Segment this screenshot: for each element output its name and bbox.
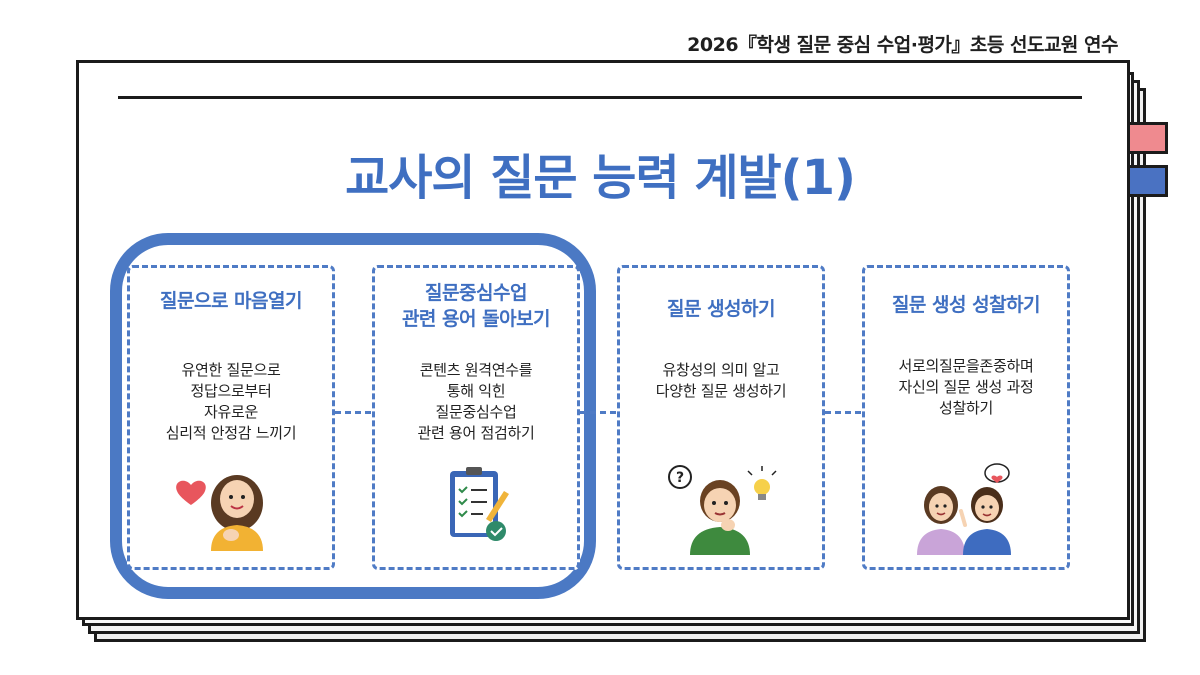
step-title: 질문중심수업 관련 용어 돌아보기 [401, 282, 551, 330]
step-card-1: 질문으로 마음열기 유연한 질문으로 정답으로부터 자유로운 심리적 안정감 느… [127, 265, 335, 570]
highlight-outline [110, 233, 596, 599]
pink-tab [1124, 122, 1168, 154]
step-card-2: 질문중심수업 관련 용어 돌아보기 콘텐츠 원격연수를 통해 익힌 질문중심수업… [372, 265, 580, 570]
page-title: 교사의 질문 능력 계발(1) [345, 150, 856, 206]
step-card-3: 질문 생성하기 유창성의 의미 알고 다양한 질문 생성하기 ? [617, 265, 825, 570]
step-title: 질문으로 마음열기 [160, 290, 302, 312]
step-description: 콘텐츠 원격연수를 통해 익힌 질문중심수업 관련 용어 점검하기 [417, 361, 535, 442]
step-description: 서로의질문을존중하며 자신의 질문 생성 과정 성찰하기 [898, 357, 1034, 417]
connector-3-4 [825, 411, 861, 414]
step-title: 질문 생성하기 [667, 298, 776, 320]
step-card-4: 질문 생성 성찰하기 서로의질문을존중하며 자신의 질문 생성 과정 성찰하기 [862, 265, 1070, 570]
title-rule [118, 96, 1082, 99]
two-girls-talking-icon [865, 463, 1067, 555]
girl-heart-icon [130, 463, 332, 553]
svg-text:?: ? [676, 470, 684, 486]
step-description: 유연한 질문으로 정답으로부터 자유로운 심리적 안정감 느끼기 [165, 361, 297, 442]
connector-2-3 [580, 411, 616, 414]
boy-thinking-icon: ? [620, 463, 822, 555]
clipboard-checklist-icon [375, 463, 577, 553]
top-caption: 2026『학생 질문 중심 수업·평가』초등 선도교원 연수 [687, 34, 1118, 56]
connector-1-2 [335, 411, 371, 414]
step-description: 유창성의 의미 알고 다양한 질문 생성하기 [655, 361, 787, 400]
step-title: 질문 생성 성찰하기 [891, 294, 1041, 316]
